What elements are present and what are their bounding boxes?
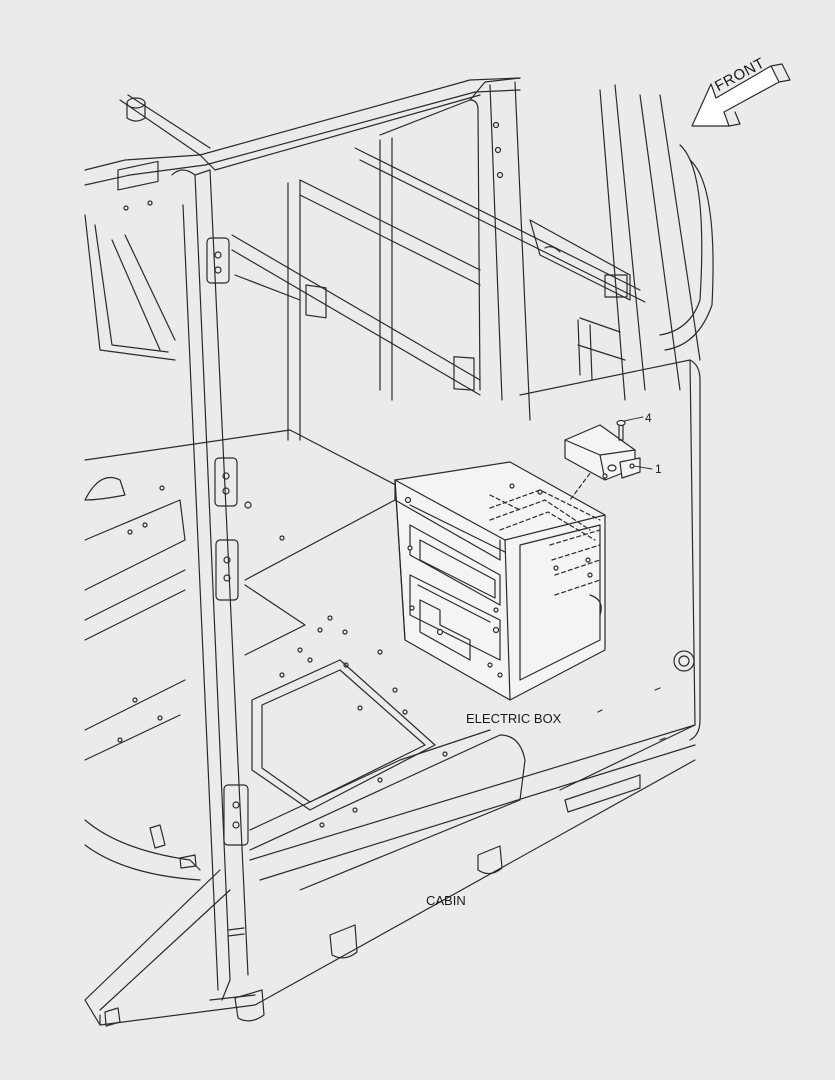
callout-1-label: 1 <box>655 462 662 476</box>
callout-4-label: 4 <box>645 411 652 425</box>
electric-box <box>394 439 616 701</box>
module-part-1 <box>564 424 641 481</box>
leader-lines <box>623 416 653 470</box>
cabin-label: CABIN <box>426 893 466 908</box>
cross-members <box>231 147 646 396</box>
screw-part-4 <box>616 419 626 441</box>
left-pillar <box>171 169 249 1001</box>
front-arrow-icon <box>691 63 791 127</box>
electric-box-label: ELECTRIC BOX <box>466 711 562 726</box>
rear-frame <box>287 77 714 441</box>
lower-sill <box>84 724 696 1027</box>
right-wall <box>519 359 701 791</box>
cabin-roof <box>84 77 521 361</box>
